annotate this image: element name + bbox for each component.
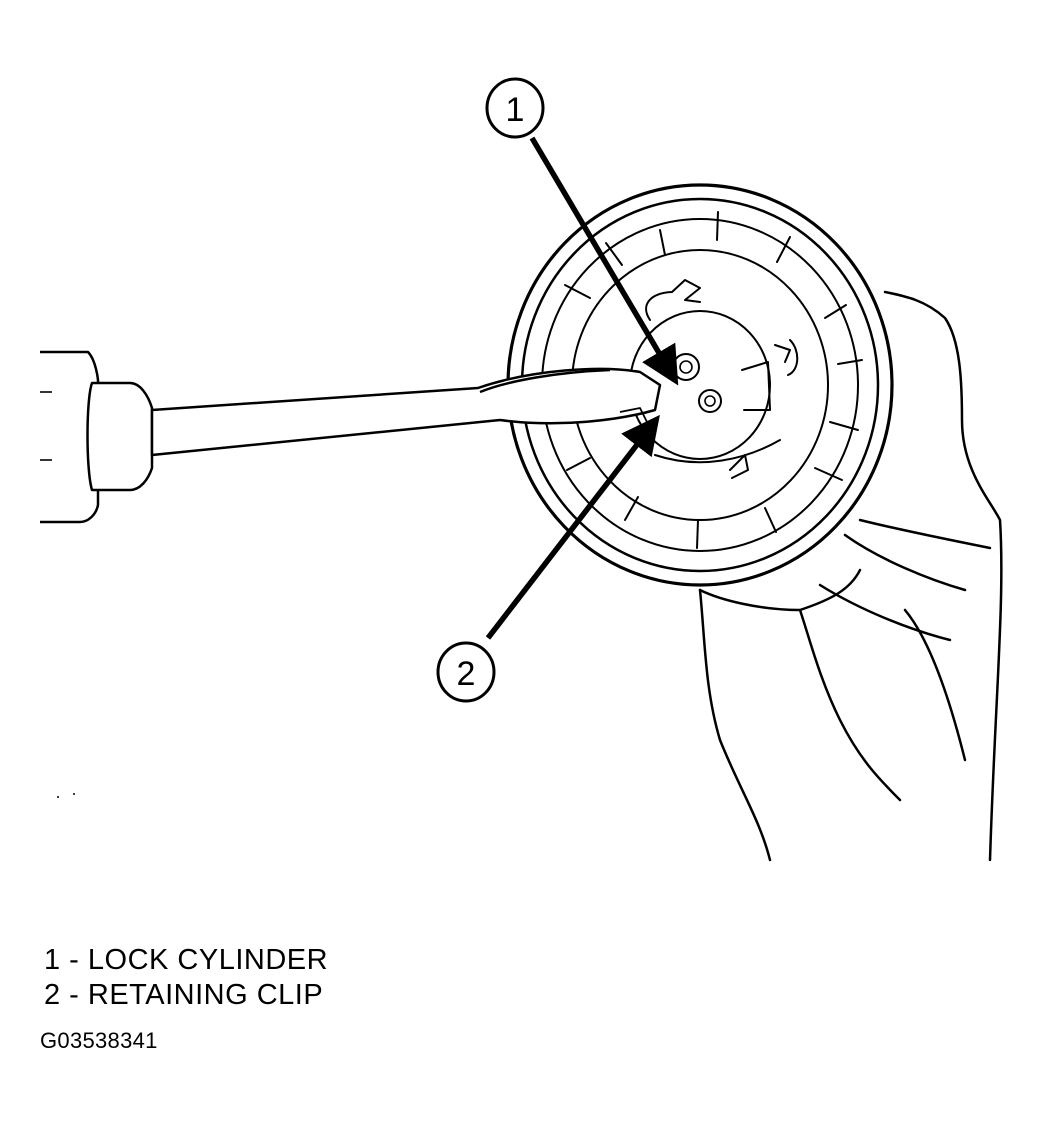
legend-item-lock-cylinder: 1 - LOCK CYLINDER [44,944,329,976]
steering-column-cover [506,183,894,587]
scan-specks [57,793,75,798]
parts-legend: 1 - LOCK CYLINDER 2 - RETAINING CLIP [44,943,328,1013]
callout-1-circle [485,77,545,139]
figure-id: G03538341 [40,1028,158,1053]
callout-1: 1 [485,77,679,386]
callout-2-leader-arrow [485,414,660,640]
screwdriver [40,350,662,524]
callout-2-number: 2 [457,655,476,693]
callout-1-leader-arrow [529,136,679,386]
legend-item-retaining-clip: 2 - RETAINING CLIP [44,979,324,1011]
hand [698,290,1003,862]
callout-2: 2 [436,414,660,703]
callout-2-circle [436,641,496,703]
service-illustration: 1 2 [40,77,1003,862]
callout-1-number: 1 [506,91,525,129]
